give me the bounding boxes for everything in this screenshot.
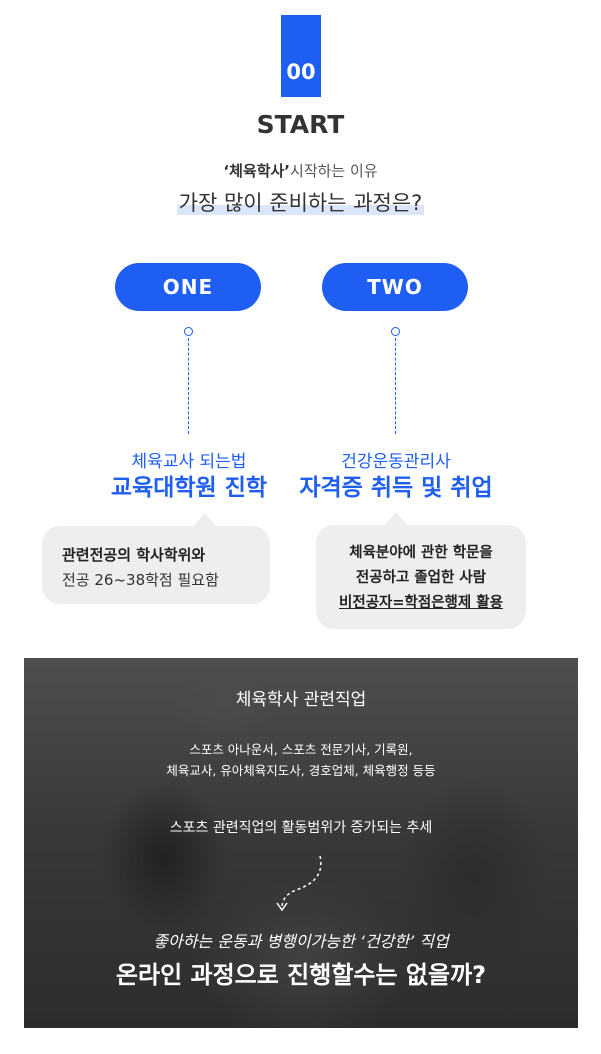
intro-eyebrow: ‘체육학사’시작하는 이유	[0, 160, 601, 182]
path-two-subtitle: 건강운동관리사	[341, 452, 451, 472]
jobs-title: 체육학사 관련직업	[235, 690, 367, 710]
path-two-title: 자격증 취득 및 취업	[299, 475, 493, 501]
intro-eyebrow-rest: 시작하는 이유	[290, 162, 378, 180]
path-one-subtitle: 체육교사 되는법	[131, 452, 247, 472]
path-two-pill: TWO	[322, 263, 468, 311]
jobs-final-question: 온라인 과정으로 진행할수는 없을까?	[115, 961, 487, 989]
jobs-list-line: 스포츠 아나운서, 스포츠 전문기사, 기록원,	[189, 742, 413, 757]
curved-dashed-arrow-icon	[276, 855, 322, 912]
path-one-pill: ONE	[115, 263, 261, 311]
connector-dash-two	[395, 338, 396, 434]
intro-quoted: ‘체육학사’	[223, 162, 291, 180]
path-one-title: 교육대학원 진학	[110, 475, 268, 501]
jobs-handwriting: 좋아하는 운동과 병행이가능한 ‘건강한’ 직업	[153, 932, 449, 951]
intro-question: 가장 많이 준비하는 과정은?	[0, 188, 601, 218]
section-number-box	[281, 15, 321, 97]
bubble-one-tail	[193, 513, 217, 527]
connector-ring-two	[391, 327, 400, 336]
jobs-list-line: 체육교사, 유아체육지도사, 경호업체, 체육행정 등등	[166, 763, 436, 778]
path-two-bubble-line: 전공하고 졸업한 사람	[355, 570, 487, 586]
photo-overlay	[24, 658, 578, 1028]
jobs-photo-panel: 체육학사 관련직업 스포츠 아나운서, 스포츠 전문기사, 기록원, 체육교사,…	[24, 658, 578, 1028]
path-one-bubble-line: 전공 26~38학점 필요함	[62, 571, 219, 589]
bubble-two-tail	[384, 512, 408, 526]
path-one-bubble-line: 관련전공의 학사학위와	[62, 546, 206, 564]
path-two-bubble	[316, 525, 526, 629]
connector-dash-one	[188, 338, 189, 434]
path-two-bubble-line: 체육분야에 관한 학문을	[349, 545, 493, 561]
section-label: START	[256, 110, 345, 139]
path-one-bubble	[42, 526, 270, 604]
path-two-bubble-line-underlined: 비전공자=학점은행제 활용	[339, 595, 503, 611]
jobs-trend: 스포츠 관련직업의 활동범위가 증가되는 추세	[169, 820, 433, 836]
section-number: 00	[286, 60, 316, 84]
connector-ring-one	[184, 327, 193, 336]
intro-question-text: 가장 많이 준비하는 과정은?	[176, 191, 425, 215]
